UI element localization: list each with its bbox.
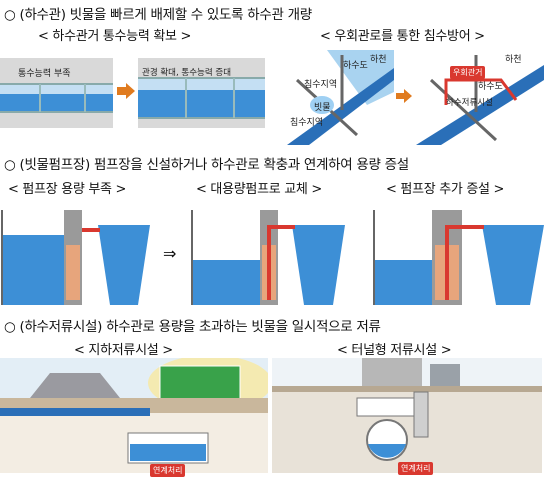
map-after-river-label: 하천: [505, 55, 522, 65]
tunnel-storage-illustration: [272, 358, 542, 473]
map-before-river-label: 하천: [370, 55, 387, 65]
section3-right-caption: < 터널형 저류시설 >: [337, 343, 452, 358]
pump-insufficient-illustration: [0, 205, 155, 305]
arrow-icon: [117, 83, 135, 99]
section2-caption-1: < 펌프장 용량 부족 >: [8, 182, 127, 197]
section3-left-caption: < 지하저류시설 >: [74, 343, 173, 358]
pump-added-illustration: [372, 205, 547, 305]
map-before-sewer-label: 하수도: [343, 61, 368, 71]
map-before-flood-label-2: 침수지역: [290, 118, 324, 128]
map-after-bypass-label: 우회관거: [450, 66, 486, 79]
pipe-after-illustration: [138, 58, 265, 128]
section2-caption-2: < 대용량펌프로 교체 >: [196, 182, 322, 197]
map-after-sewer-label: 하수도: [478, 82, 503, 92]
underground-storage-illustration: [0, 358, 268, 473]
pipe-after-label: 관경 확대, 통수능력 증대: [142, 68, 232, 78]
section1-heading: ○ (하수관) 빗물을 빠르게 배제할 수 있도록 하수관 개량: [4, 7, 312, 23]
arrow-icon: [396, 89, 412, 103]
pipe-before-illustration: [0, 58, 113, 128]
map-after-illustration: [416, 50, 544, 145]
map-before-flood-label: 침수지역: [304, 80, 338, 90]
section2-heading: ○ (빗물펌프장) 펌프장을 신설하거나 하수관로 확충과 연계하여 용량 증설: [4, 157, 409, 173]
section1-left-caption: < 하수관거 통수능력 확보 >: [38, 29, 192, 44]
transition-arrow-icon: ⇒: [163, 244, 177, 263]
pipe-before-label: 통수능력 부족: [18, 69, 71, 79]
tunnel-tag: 연계처리: [398, 462, 434, 475]
pump-large-illustration: [190, 205, 350, 305]
section1-right-caption: < 우회관로를 통한 침수방어 >: [320, 29, 485, 44]
map-after-storage-label: 하수저류시설: [446, 98, 493, 108]
map-before-rain-label: 빗물: [314, 103, 331, 113]
section2-caption-3: < 펌프장 추가 증설 >: [386, 182, 505, 197]
map-before-illustration: [287, 50, 394, 145]
section3-heading: ○ (하수저류시설) 하수관로 용량을 초과하는 빗물을 일시적으로 저류: [4, 319, 381, 335]
underground-tag: 연계처리: [150, 464, 186, 477]
